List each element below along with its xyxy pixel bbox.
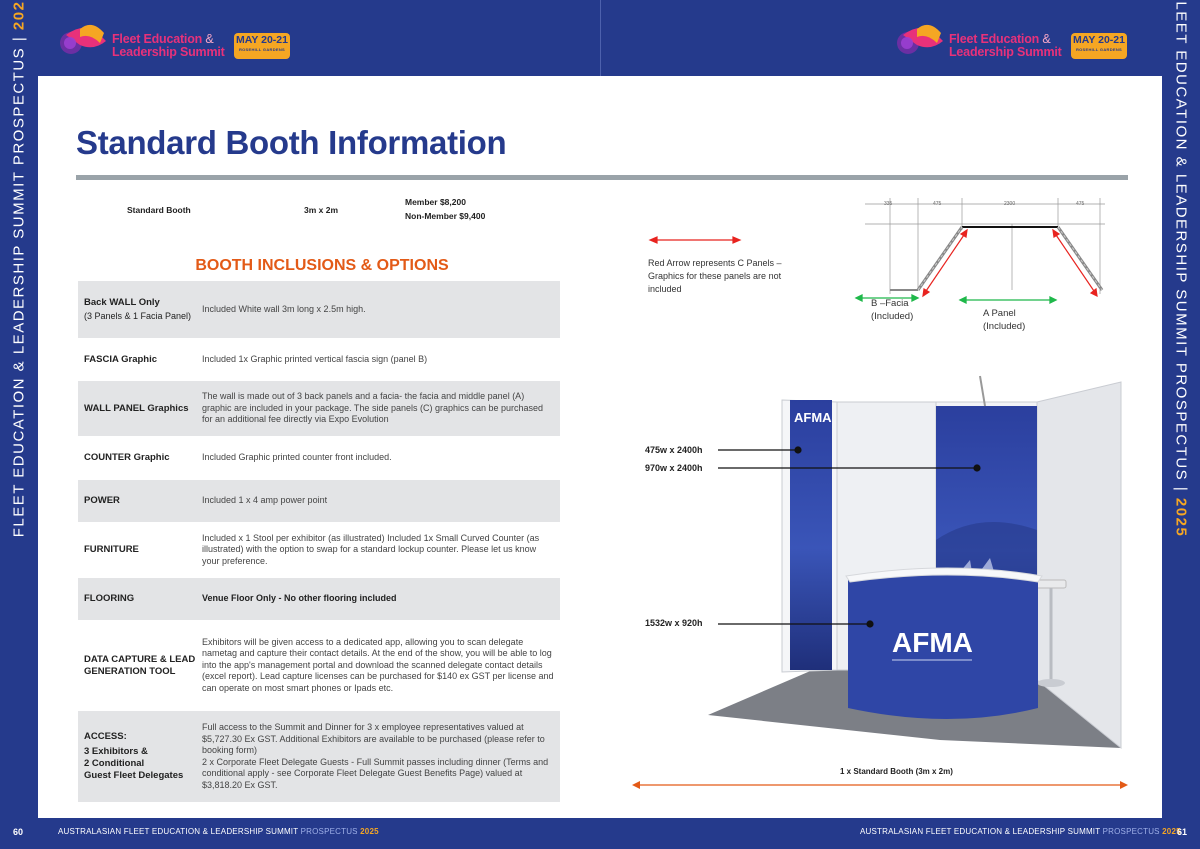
footer-right: AUSTRALASIAN FLEET EDUCATION & LEADERSHI… <box>860 827 1181 836</box>
inclusion-row: FASCIA Graphic Included 1x Graphic print… <box>84 354 428 365</box>
b-facia-label: B –Facia(Included) <box>871 298 914 322</box>
member-price: Member $8,200 <box>405 197 466 207</box>
summit-logo-left: Fleet Education &Leadership Summit MAY 2… <box>56 18 296 62</box>
svg-text:AFMA: AFMA <box>794 410 832 425</box>
left-sidebar <box>0 0 38 849</box>
svg-text:475: 475 <box>933 201 942 207</box>
inclusion-row: FLOORING Venue Floor Only - No other flo… <box>78 578 560 620</box>
left-sidebar-title: FLEET EDUCATION & LEADERSHIP SUMMIT PROS… <box>10 0 28 538</box>
inclusion-row: Back WALL Only(3 Panels & 1 Facia Panel)… <box>78 281 560 338</box>
dimension-label: 1532w x 920h <box>645 618 703 628</box>
booth-size: 3m x 2m <box>304 205 339 215</box>
inclusion-row: WALL PANEL Graphics The wall is made out… <box>78 381 560 436</box>
inclusion-row: FURNITURE Included x 1 Stool per exhibit… <box>84 532 540 566</box>
page-number-left: 60 <box>13 827 24 837</box>
summit-logo-right: Fleet Education &Leadership Summit MAY 2… <box>893 18 1133 62</box>
title-rule <box>76 175 1128 180</box>
dimension-label: 970w x 2400h <box>645 463 703 473</box>
dimension-label: 475w x 2400h <box>645 445 703 455</box>
page-title: Standard Booth Information <box>76 124 507 161</box>
summit-logo-icon <box>897 24 943 54</box>
floor-plan-diagram: 335 475 2300 475 <box>648 198 1105 305</box>
inclusion-row: POWER Included 1 x 4 amp power point <box>78 480 560 522</box>
width-arrow <box>632 781 1128 789</box>
booth-name: Standard Booth <box>127 205 191 215</box>
floor-plan-legend: Red Arrow represents C Panels – Graphics… <box>648 258 782 294</box>
svg-text:335: 335 <box>884 201 893 207</box>
inclusions-title: BOOTH INCLUSIONS & OPTIONS <box>195 257 449 274</box>
right-sidebar <box>1162 0 1200 849</box>
inclusion-row: DATA CAPTURE & LEAD GENERATION TOOL Exhi… <box>84 636 554 693</box>
inclusion-row: COUNTER Graphic Included Graphic printed… <box>84 452 392 463</box>
summit-logo-icon <box>60 24 106 54</box>
footer-band <box>0 818 1200 849</box>
right-sidebar-title: FLEET EDUCATION & LEADERSHIP SUMMIT PROS… <box>1172 0 1190 538</box>
page-divider <box>600 0 601 76</box>
a-panel-label: A Panel(Included) <box>983 308 1026 332</box>
svg-text:475: 475 <box>1076 201 1085 207</box>
page-number-right: 61 <box>1177 827 1188 837</box>
svg-text:2300: 2300 <box>1004 201 1015 207</box>
svg-text:AFMA: AFMA <box>892 627 973 658</box>
booth-render: AFMA AFMA <box>708 375 1122 750</box>
non-member-price: Non-Member $9,400 <box>405 211 486 221</box>
booth-caption: 1 x Standard Booth (3m x 2m) <box>840 767 953 776</box>
footer-left: AUSTRALASIAN FLEET EDUCATION & LEADERSHI… <box>58 827 379 836</box>
